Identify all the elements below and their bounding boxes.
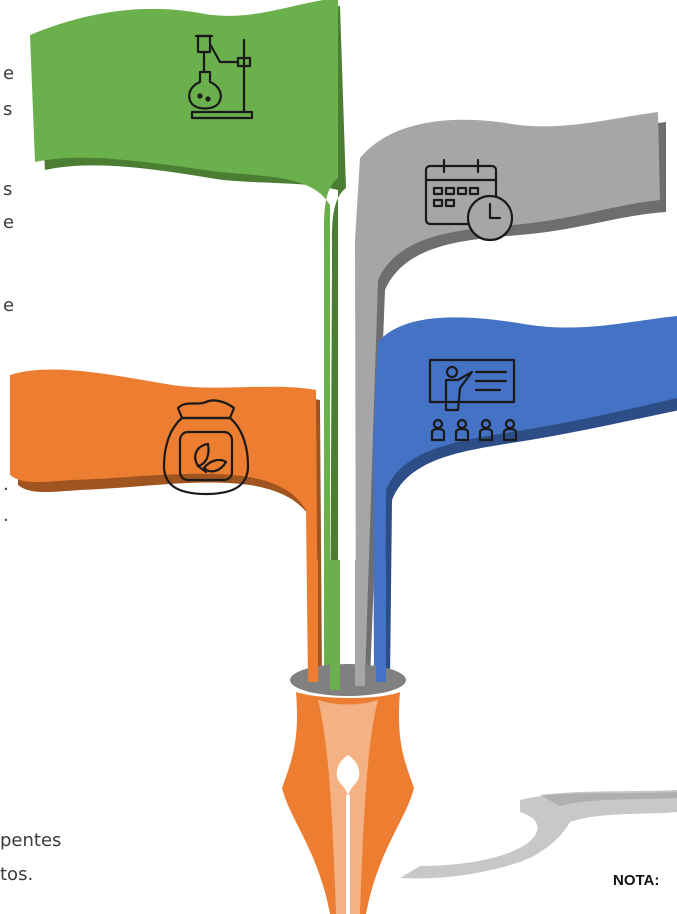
pen-nib: [282, 692, 414, 914]
flag-blue: [373, 316, 677, 682]
flag-orange: [10, 370, 322, 682]
flag-green: [30, 0, 346, 682]
note-label: NOTA:: [613, 872, 659, 889]
pen-collar: [290, 664, 406, 696]
brush-stroke-decoration: [400, 790, 677, 878]
